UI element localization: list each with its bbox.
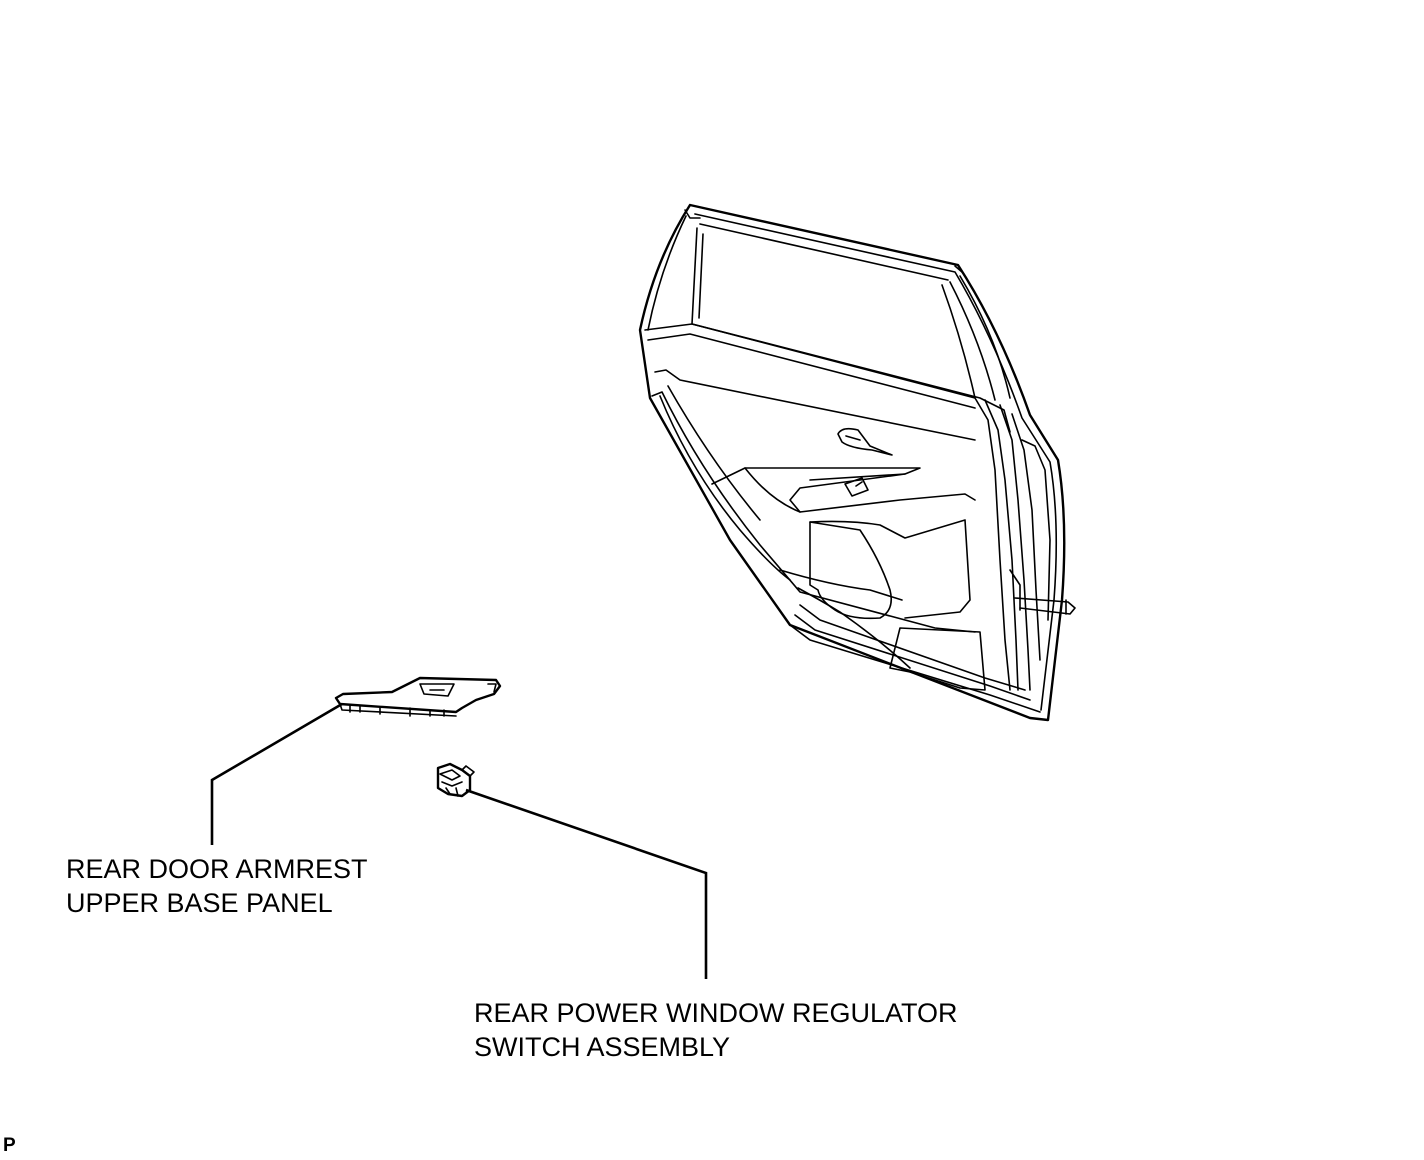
armrest-label-line2: UPPER BASE PANEL [66, 888, 333, 918]
armrest-label-line1: REAR DOOR ARMREST [66, 854, 368, 884]
page-marker: P [3, 1135, 16, 1156]
switch-leader-line [465, 788, 708, 979]
rear-door-illustration [638, 203, 1076, 722]
armrest-base-panel-illustration [334, 676, 502, 717]
switch-label-line1: REAR POWER WINDOW REGULATOR [474, 998, 958, 1028]
switch-label-line2: SWITCH ASSEMBLY [474, 1032, 731, 1062]
armrest-part-label: REAR DOOR ARMREST UPPER BASE PANEL [66, 852, 368, 920]
switch-part-label: REAR POWER WINDOW REGULATOR SWITCH ASSEM… [474, 996, 958, 1064]
window-switch-illustration [436, 762, 475, 798]
armrest-leader-line [210, 702, 343, 845]
